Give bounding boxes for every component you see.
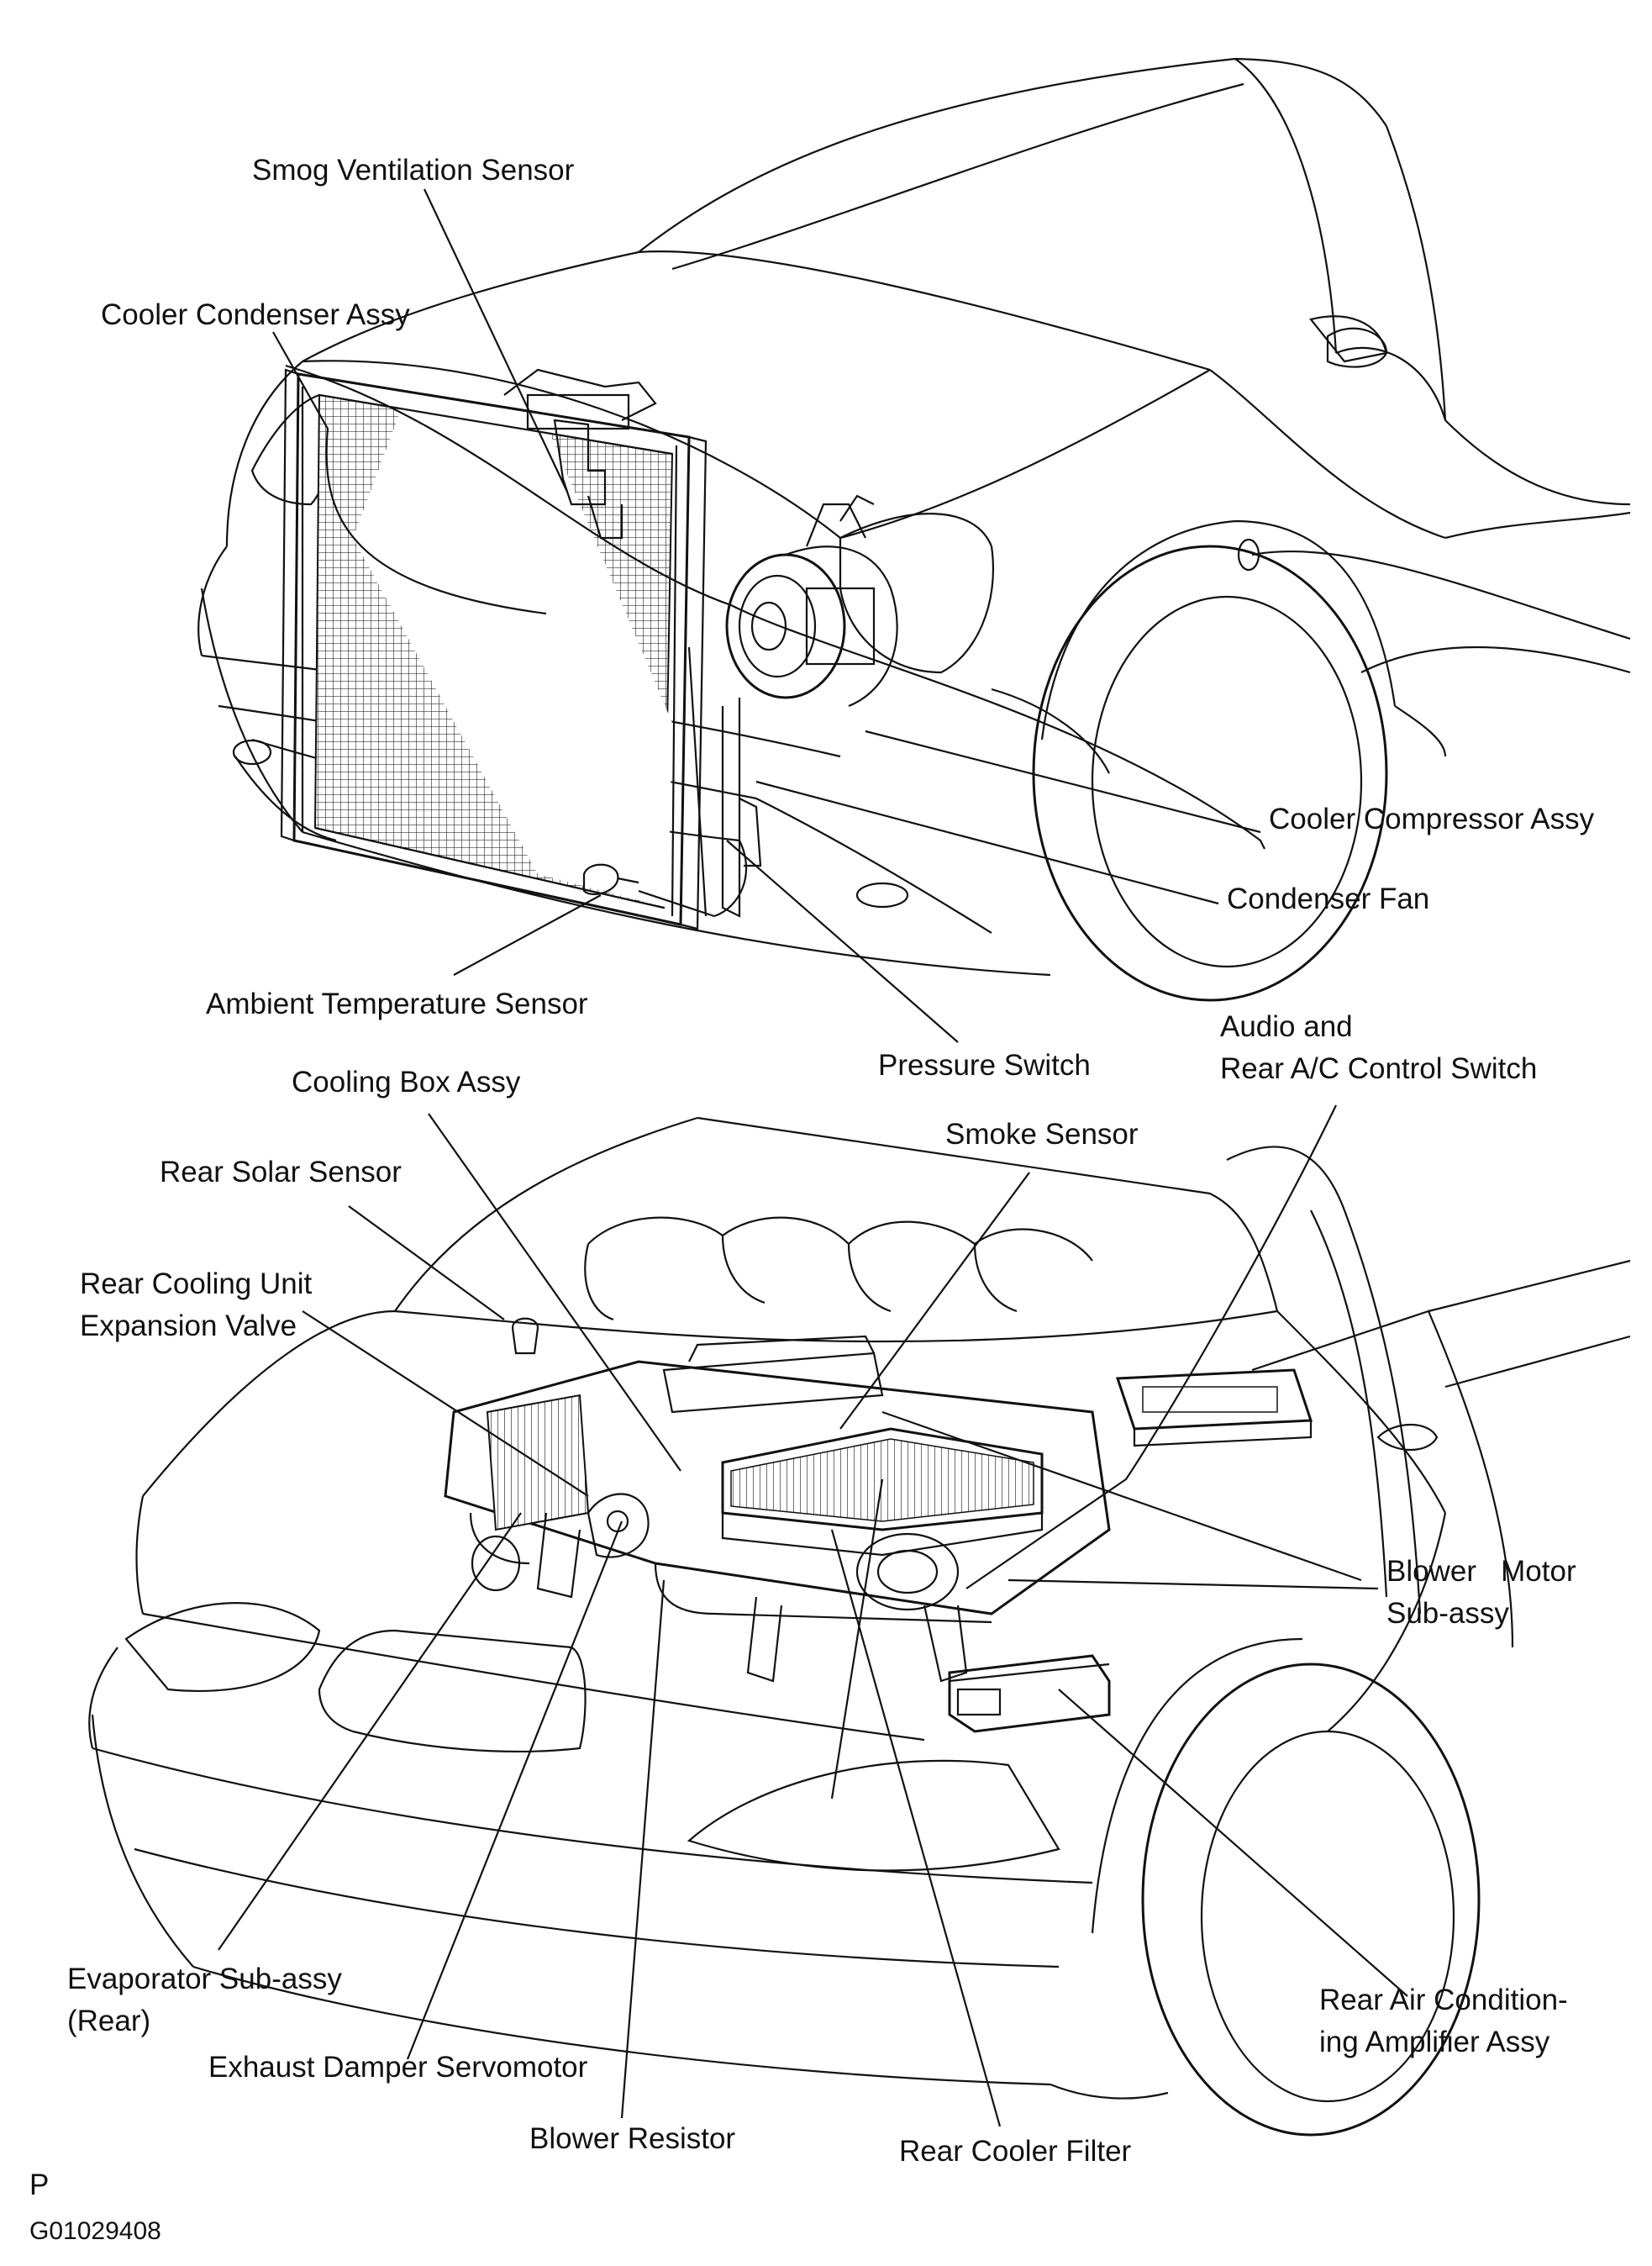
- condenser-assembly: [280, 368, 708, 930]
- label-rear-cooling-unit-line2: Expansion Valve: [80, 1310, 297, 1342]
- label-cooler-compressor-assy: Cooler Compressor Assy: [1269, 803, 1595, 835]
- label-rear-solar-sensor: Rear Solar Sensor: [160, 1156, 402, 1188]
- top-leader-lines: [272, 188, 1265, 1043]
- label-smoke-sensor: Smoke Sensor: [945, 1118, 1139, 1151]
- label-rear-cooling-unit-line1: Rear Cooling Unit: [80, 1267, 313, 1300]
- section-letter: P: [29, 2169, 50, 2201]
- label-ambient-temperature-sensor: Ambient Temperature Sensor: [206, 988, 588, 1020]
- label-rear-ac-amp-line1: Rear Air Condition-: [1319, 1984, 1568, 2016]
- label-rear-ac-amp-line2: ing Amplifier Assy: [1319, 2026, 1550, 2058]
- label-smog-ventilation-sensor: Smog Ventilation Sensor: [252, 154, 575, 187]
- label-cooler-condenser-assy: Cooler Condenser Assy: [101, 298, 410, 331]
- label-pressure-switch: Pressure Switch: [878, 1049, 1091, 1082]
- compressor-assembly: [638, 494, 898, 918]
- label-blower-motor-line1: Blower Motor: [1386, 1555, 1576, 1588]
- label-exhaust-damper-servomotor: Exhaust Damper Servomotor: [208, 2051, 588, 2084]
- label-condenser-fan: Condenser Fan: [1227, 883, 1430, 915]
- label-evaporator-line1: Evaporator Sub-assy: [67, 1963, 342, 1995]
- rear-ac-unit: [444, 1317, 1313, 1733]
- label-rear-cooler-filter: Rear Cooler Filter: [899, 2135, 1132, 2168]
- label-blower-resistor: Blower Resistor: [529, 2122, 736, 2155]
- rear-car-outline: [88, 1116, 1631, 2137]
- label-evaporator-line2: (Rear): [67, 2005, 151, 2037]
- label-audio-rear-ac-line2: Rear A/C Control Switch: [1220, 1052, 1538, 1085]
- label-audio-rear-ac-line1: Audio and: [1220, 1010, 1353, 1043]
- bottom-leader-lines: [218, 1104, 1408, 2127]
- label-blower-motor-line2: Sub-assy: [1386, 1597, 1509, 1630]
- label-cooling-box-assy: Cooling Box Assy: [292, 1066, 521, 1099]
- figure-code: G01029408: [29, 2217, 161, 2245]
